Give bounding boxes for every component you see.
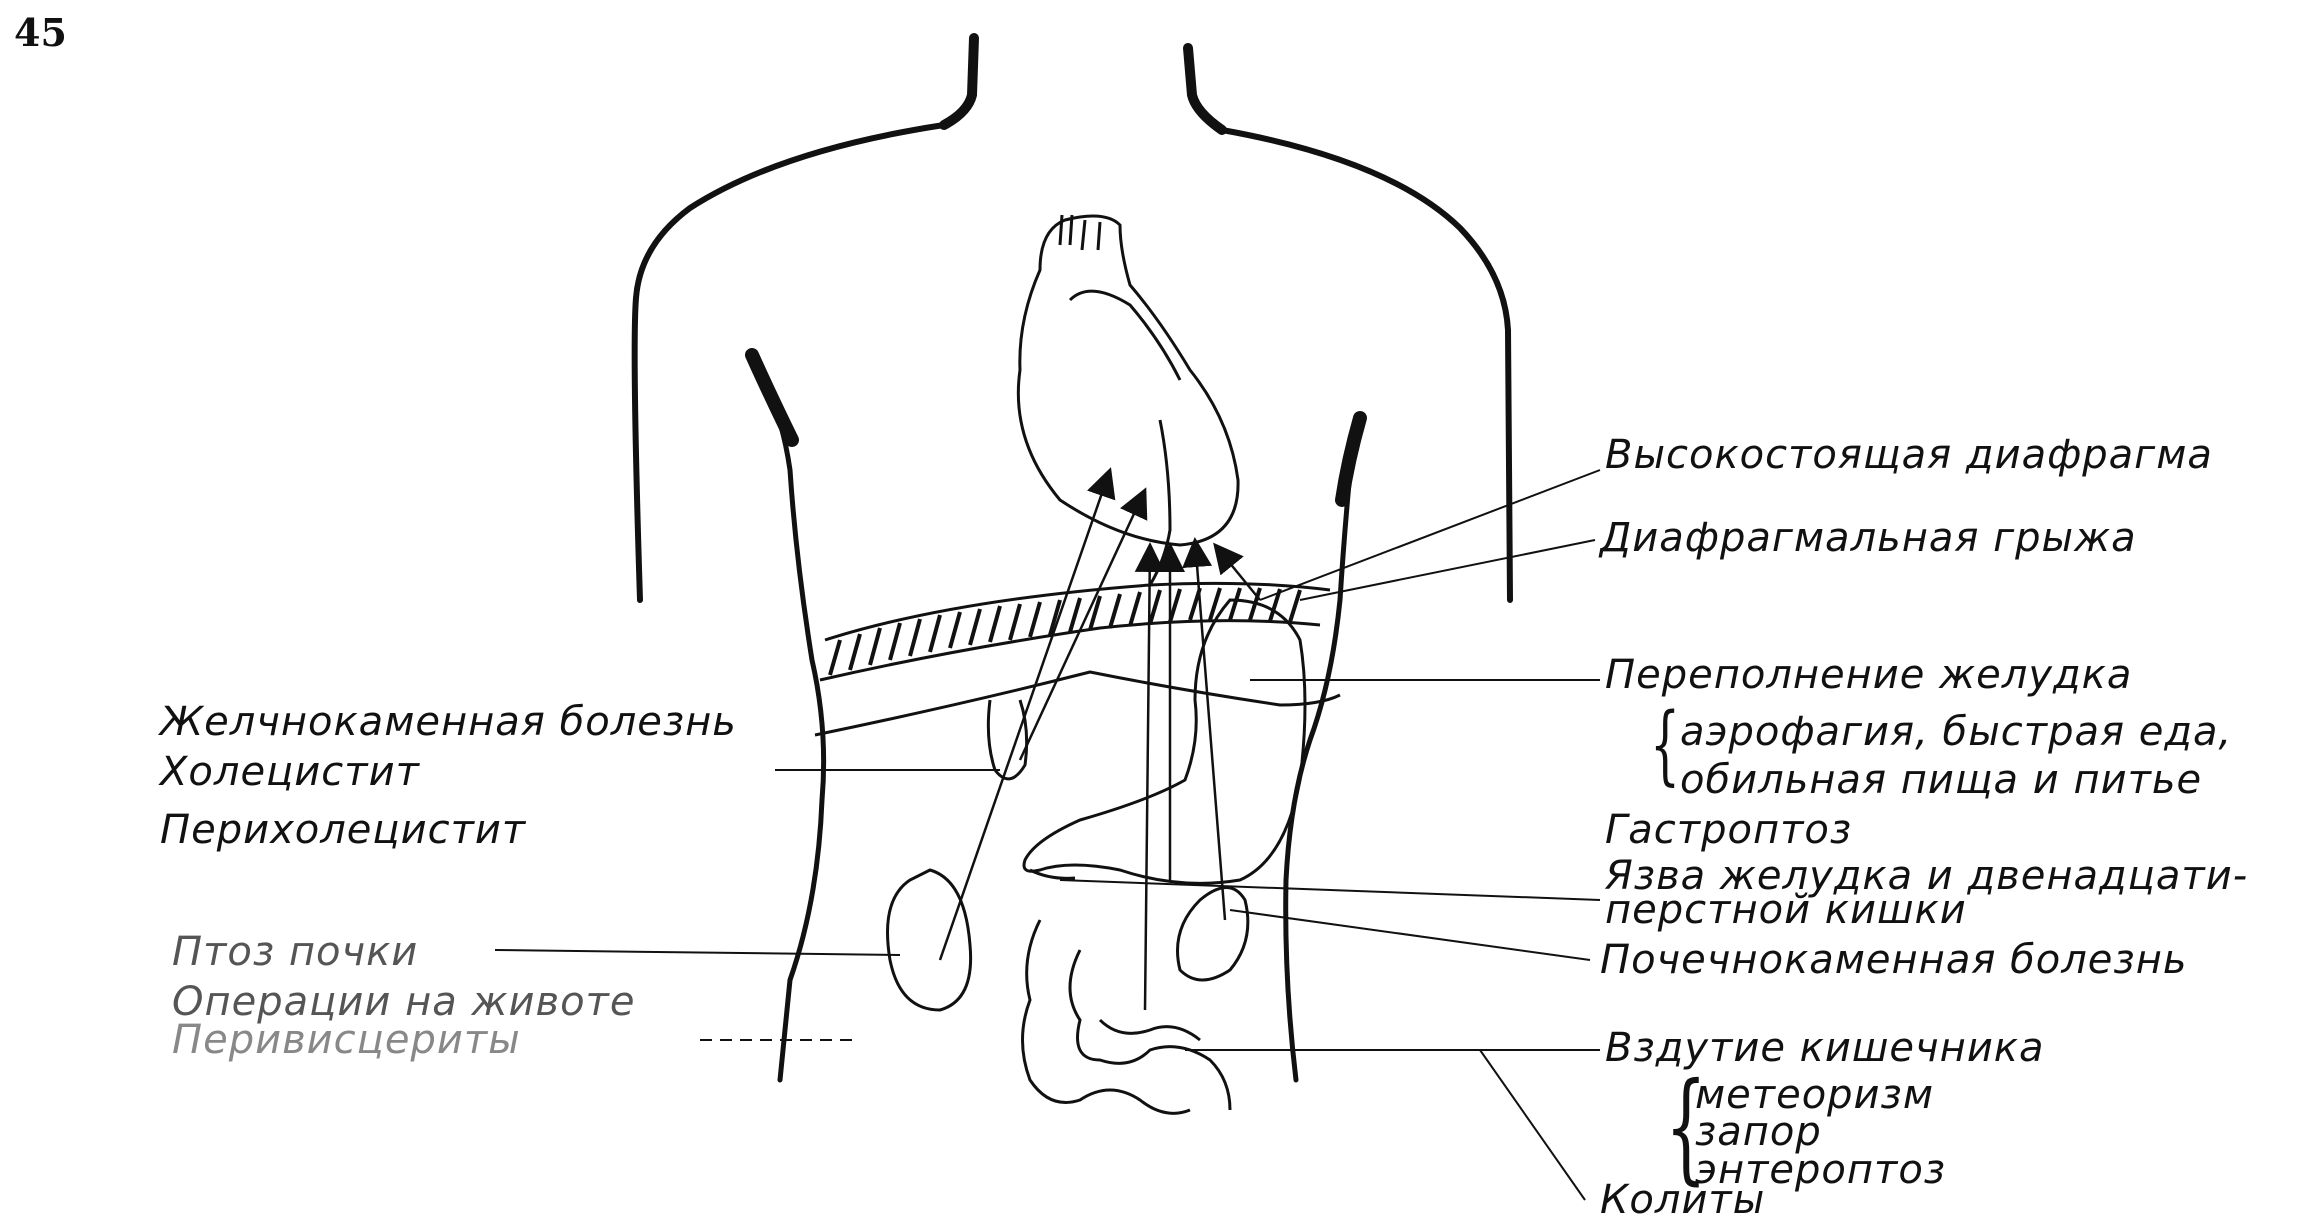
costal-margin: [814, 670, 1341, 737]
armpit-right: [1335, 411, 1367, 507]
heart: [1016, 214, 1240, 547]
label-bloating: Вздутие кишечника: [1605, 1025, 2045, 1071]
label-high-diaphragm: Высокостоящая диафрагма: [1605, 432, 2213, 478]
neck-left: [939, 33, 979, 130]
arrows: [938, 467, 1261, 1011]
shoulder-left: [631, 122, 947, 603]
label-abdominal-surgery: Операции на животе: [172, 979, 636, 1025]
kidney-right: [1176, 886, 1250, 982]
label-perivisceritis: Перивисцериты: [172, 1017, 521, 1063]
colon-sigmoid: [1098, 1018, 1201, 1042]
right-flank: [1283, 417, 1358, 1083]
heart-outline: [1016, 214, 1240, 547]
colon-left: [1021, 919, 1191, 1115]
brace-bloating-causes: {: [1665, 1058, 1707, 1197]
page-number: 45: [14, 10, 67, 55]
gallbladder: [986, 699, 1029, 781]
duodenum: [1029, 868, 1076, 880]
leader-kidney-ptosis: [494, 949, 901, 956]
colon-descending: [1068, 949, 1232, 1111]
armpit-left: [745, 348, 799, 447]
aortic-arch: [1068, 289, 1182, 381]
leader-ulcer: [1059, 879, 1601, 901]
label-stomach-overfill-causes-1: аэрофагия, быстрая еда,: [1680, 709, 2233, 755]
label-enteroptosis: энтероптоз: [1695, 1147, 1947, 1193]
label-meteorism: метеоризм: [1695, 1072, 1934, 1118]
label-stomach-overfill: Переполнение желудка: [1605, 652, 2133, 698]
great-vessels: [1058, 214, 1102, 251]
diaphragm: [814, 581, 1341, 737]
leader-colitis: [1479, 1049, 1586, 1201]
torso-outline: [631, 33, 1513, 1083]
intestines: [1021, 919, 1232, 1115]
label-constipation: запор: [1695, 1109, 1822, 1155]
arrow-duodenum: [1182, 537, 1227, 921]
esophagus: [1148, 419, 1172, 586]
stomach-outline: [1022, 598, 1307, 885]
arrow-kidney: [938, 467, 1116, 961]
leader-lines: [494, 469, 1601, 1201]
label-colitis: Колиты: [1600, 1177, 1766, 1223]
arrow-gallbladder: [1018, 487, 1148, 761]
leader-kidney-stones: [1229, 909, 1591, 961]
leader-diaphragmatic-hernia: [1299, 539, 1596, 601]
label-kidney-stones: Почечнокаменная болезнь: [1600, 937, 2188, 983]
label-gallstones: Желчнокаменная болезнь: [160, 699, 737, 745]
rib-band-upper: [824, 581, 1331, 642]
rib-band-lower: [819, 619, 1321, 682]
shoulder-right: [1219, 127, 1513, 603]
stomach: [1022, 419, 1307, 885]
neck-right: [1183, 43, 1227, 135]
leader-high-diaphragm: [1259, 469, 1601, 601]
label-diaphragmatic-hernia: Диафрагмальная грыжа: [1600, 515, 2137, 561]
arrow-diaphragm: [1213, 542, 1261, 601]
label-stomach-overfill-causes-2: обильная пища и питье: [1680, 757, 2203, 803]
kidneys: [886, 868, 1250, 1012]
label-gastroptosis: Гастроптоз: [1605, 807, 1853, 853]
left-flank: [745, 350, 827, 1083]
label-pericholecystitis: Перихолецистит: [160, 807, 527, 853]
label-kidney-ptosis: Птоз почки: [172, 929, 419, 975]
label-cholecystitis: Холецистит: [160, 749, 420, 795]
arrow-intestine: [1134, 542, 1165, 1011]
label-ulcer-line1: Язва желудка и двенадцати-: [1605, 853, 2249, 899]
brace-stomach-causes: {: [1650, 695, 1681, 795]
label-ulcer-line2: перстной кишки: [1605, 887, 1967, 933]
kidney-left: [886, 868, 973, 1012]
